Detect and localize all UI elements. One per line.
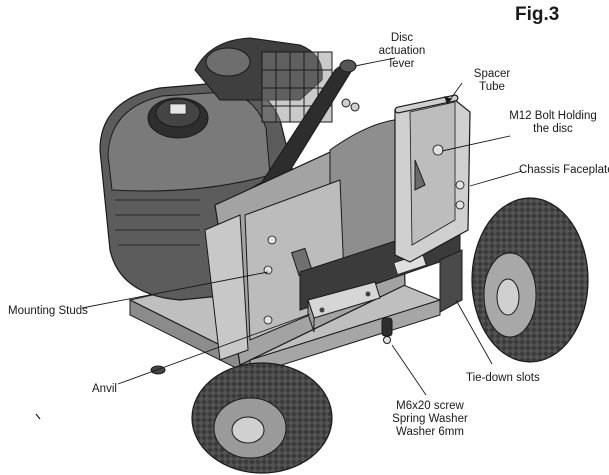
wheel-front-left	[191, 362, 333, 474]
label-anvil: Anvil	[92, 383, 117, 395]
label-line: the disc	[533, 123, 573, 135]
label-line: M12 Bolt Holding	[509, 110, 597, 122]
label-chassis-faceplate: Chassis Faceplate	[519, 164, 609, 176]
wheel-right	[471, 197, 589, 363]
label-spacer-tube: Spacer Tube	[462, 68, 522, 94]
label-line: Tube	[479, 81, 505, 93]
label-mounting-studs: Mounting Studs	[8, 305, 88, 317]
label-line: actuation	[378, 45, 426, 57]
anvil	[307, 281, 381, 333]
label-line: Washer 6mm	[396, 426, 464, 438]
label-line: Disc	[390, 32, 414, 44]
label-line: lever	[389, 58, 415, 70]
label-line: Spring Washer	[392, 413, 468, 425]
figure-title: Fig.3	[515, 4, 560, 25]
label-tie-down-slots: Tie-down slots	[466, 372, 540, 384]
label-m12-bolt: M12 Bolt Holding the disc	[505, 110, 601, 136]
label-line: Spacer	[473, 68, 511, 80]
label-line: M6x20 screw	[396, 400, 464, 412]
tie-down-slots	[381, 249, 463, 344]
label-m6-hardware: M6x20 screw Spring Washer Washer 6mm	[380, 400, 480, 439]
label-disc-actuation-lever: Disc actuation lever	[372, 32, 432, 71]
